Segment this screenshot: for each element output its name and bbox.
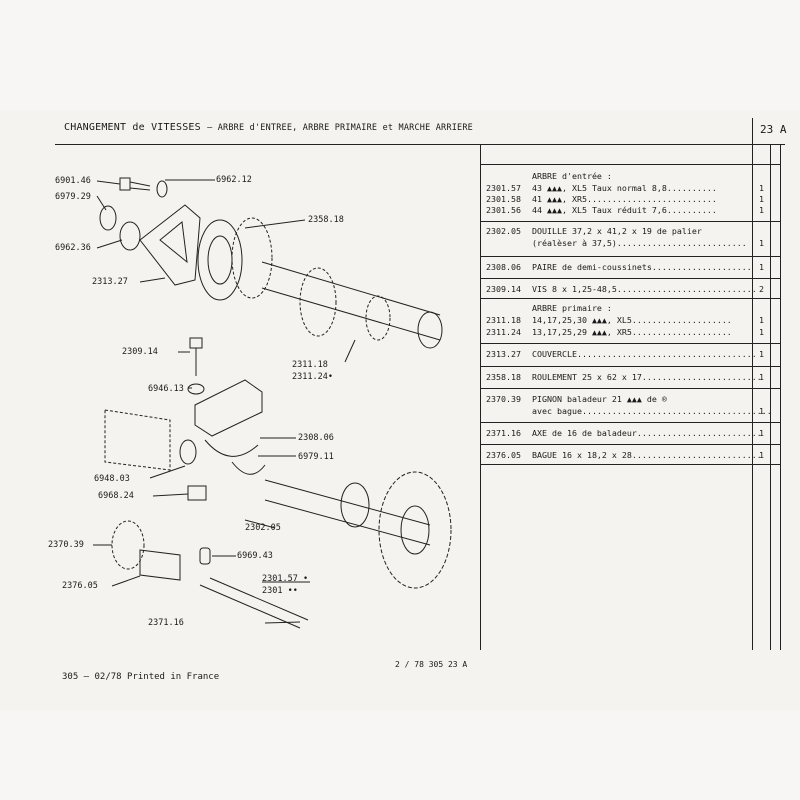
list-item-qty: 1 [759, 262, 764, 272]
reverse-gear [111, 520, 145, 570]
qty-column-line [752, 118, 753, 650]
bearing-cap [194, 379, 263, 437]
list-heading: ARBRE d'entrée : [532, 171, 612, 181]
label-2358-18: 2358.18 [308, 215, 344, 225]
list-item-qty: 1 [759, 406, 764, 416]
label-6979-11: 6979.11 [298, 452, 334, 462]
label-6969-43: 6969.43 [237, 551, 273, 561]
washer [156, 180, 168, 198]
input-gear [231, 217, 273, 299]
list-item-qty: 1 [759, 315, 764, 325]
list-item-qty: 1 [759, 205, 764, 215]
list-heading: ARBRE primaire : [532, 303, 612, 313]
label-2371-16: 2371.16 [148, 618, 184, 628]
bush [104, 409, 171, 471]
label-2370-39: 2370.39 [48, 540, 84, 550]
label-2302-05: 2302.05 [245, 523, 281, 533]
label-2311-18: 2311.18 [292, 360, 328, 370]
list-item-qty: 1 [759, 372, 764, 382]
catalogue-sheet [0, 110, 800, 710]
cover-plate [139, 204, 201, 286]
page-number: 23 A [760, 123, 787, 136]
label-2301-57: 2301.57 • [262, 574, 309, 584]
list-item-qty: 1 [759, 349, 764, 359]
row-rule [480, 298, 780, 299]
title-main: CHANGEMENT de VITESSES [64, 122, 201, 133]
reverse-bush [139, 549, 181, 581]
title-sub: – ARBRE d'ENTREE, ARBRE PRIMAIRE et MARC… [207, 123, 473, 133]
list-item: avec bague..............................… [532, 406, 772, 416]
row-rule [480, 278, 780, 279]
label-2309-14: 2309.14 [122, 347, 158, 357]
bolt-head [119, 177, 131, 191]
list-item-qty: 1 [759, 450, 764, 460]
document-reference: 2 / 78 305 23 A [395, 660, 468, 669]
list-item-qty: 2 [759, 284, 764, 294]
row-rule [480, 422, 780, 423]
footer-imprint: 305 – 02/78 Printed in France [62, 672, 220, 682]
circlip [99, 205, 117, 231]
label-6962-12: 6962.12 [216, 175, 252, 185]
label-2311-24: 2311.24• [292, 372, 333, 382]
header-rule [55, 144, 785, 145]
qty-column-line [770, 145, 771, 650]
shaft-end [417, 311, 443, 349]
label-6962-36: 6962.36 [55, 243, 91, 253]
list-item-qty: 1 [759, 194, 764, 204]
label-6946-13: 6946.13 [148, 384, 184, 394]
row-rule [480, 221, 780, 222]
column-divider [480, 145, 481, 650]
row-rule [480, 366, 780, 367]
table-head-rule [480, 164, 780, 165]
row-rule [480, 388, 780, 389]
label-2308-06: 2308.06 [298, 433, 334, 443]
primary-gear [299, 267, 337, 337]
primary-shaft [261, 261, 441, 316]
label-6979-29: 6979.29 [55, 192, 91, 202]
label-6901-46: 6901.46 [55, 176, 91, 186]
label-6948-03: 6948.03 [94, 474, 130, 484]
row-rule [480, 256, 780, 257]
qty-column-line [780, 145, 781, 650]
label-2376-05: 2376.05 [62, 581, 98, 591]
label-2313-27: 2313.27 [92, 277, 128, 287]
list-item-qty: 1 [759, 327, 764, 337]
list-item-qty: 1 [759, 428, 764, 438]
washer [119, 221, 141, 251]
page-title: CHANGEMENT de VITESSES – ARBRE d'ENTREE,… [64, 122, 473, 133]
list-item-qty: 1 [759, 183, 764, 193]
row-rule [480, 343, 780, 344]
bearing [197, 219, 243, 301]
bolt-shank [129, 181, 151, 187]
list-item-qty: 1 [759, 238, 764, 248]
large-gear [378, 471, 452, 589]
label-2301: 2301 •• [262, 586, 298, 596]
list-item: (réalèser à 37,5).......................… [532, 238, 747, 248]
label-6968-24: 6968.24 [98, 491, 134, 501]
row-rule [480, 444, 780, 445]
row-rule [480, 464, 780, 465]
